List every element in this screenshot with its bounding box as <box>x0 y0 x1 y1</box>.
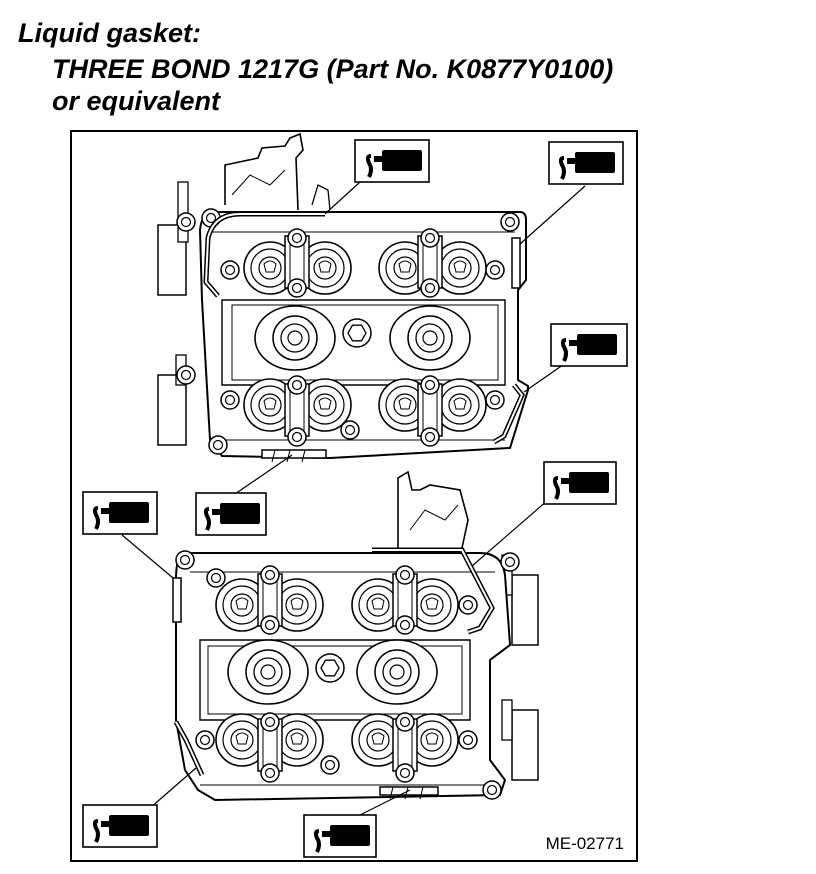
sealant-callout-3 <box>550 323 628 367</box>
figure-code: ME-02771 <box>545 834 624 853</box>
diagram-frame: ME-02771 <box>70 130 638 862</box>
sealant-callout-4 <box>195 492 267 536</box>
heading-line-2: THREE BOND 1217G (Part No. K0877Y0100) <box>52 54 614 84</box>
sealant-callout-2 <box>548 141 624 185</box>
upper-cylinder-head <box>157 132 529 463</box>
heading-line-3: or equivalent <box>52 86 221 116</box>
sealant-callout-5 <box>82 491 158 535</box>
sealant-callout-1 <box>354 139 430 183</box>
heading-line-1: Liquid gasket: <box>18 18 202 48</box>
leader-lines <box>121 181 586 816</box>
sealant-callout-8 <box>303 814 377 858</box>
sealant-callout-7 <box>82 804 158 848</box>
lower-cylinder-head <box>172 470 539 802</box>
sealant-callout-6 <box>543 461 617 505</box>
